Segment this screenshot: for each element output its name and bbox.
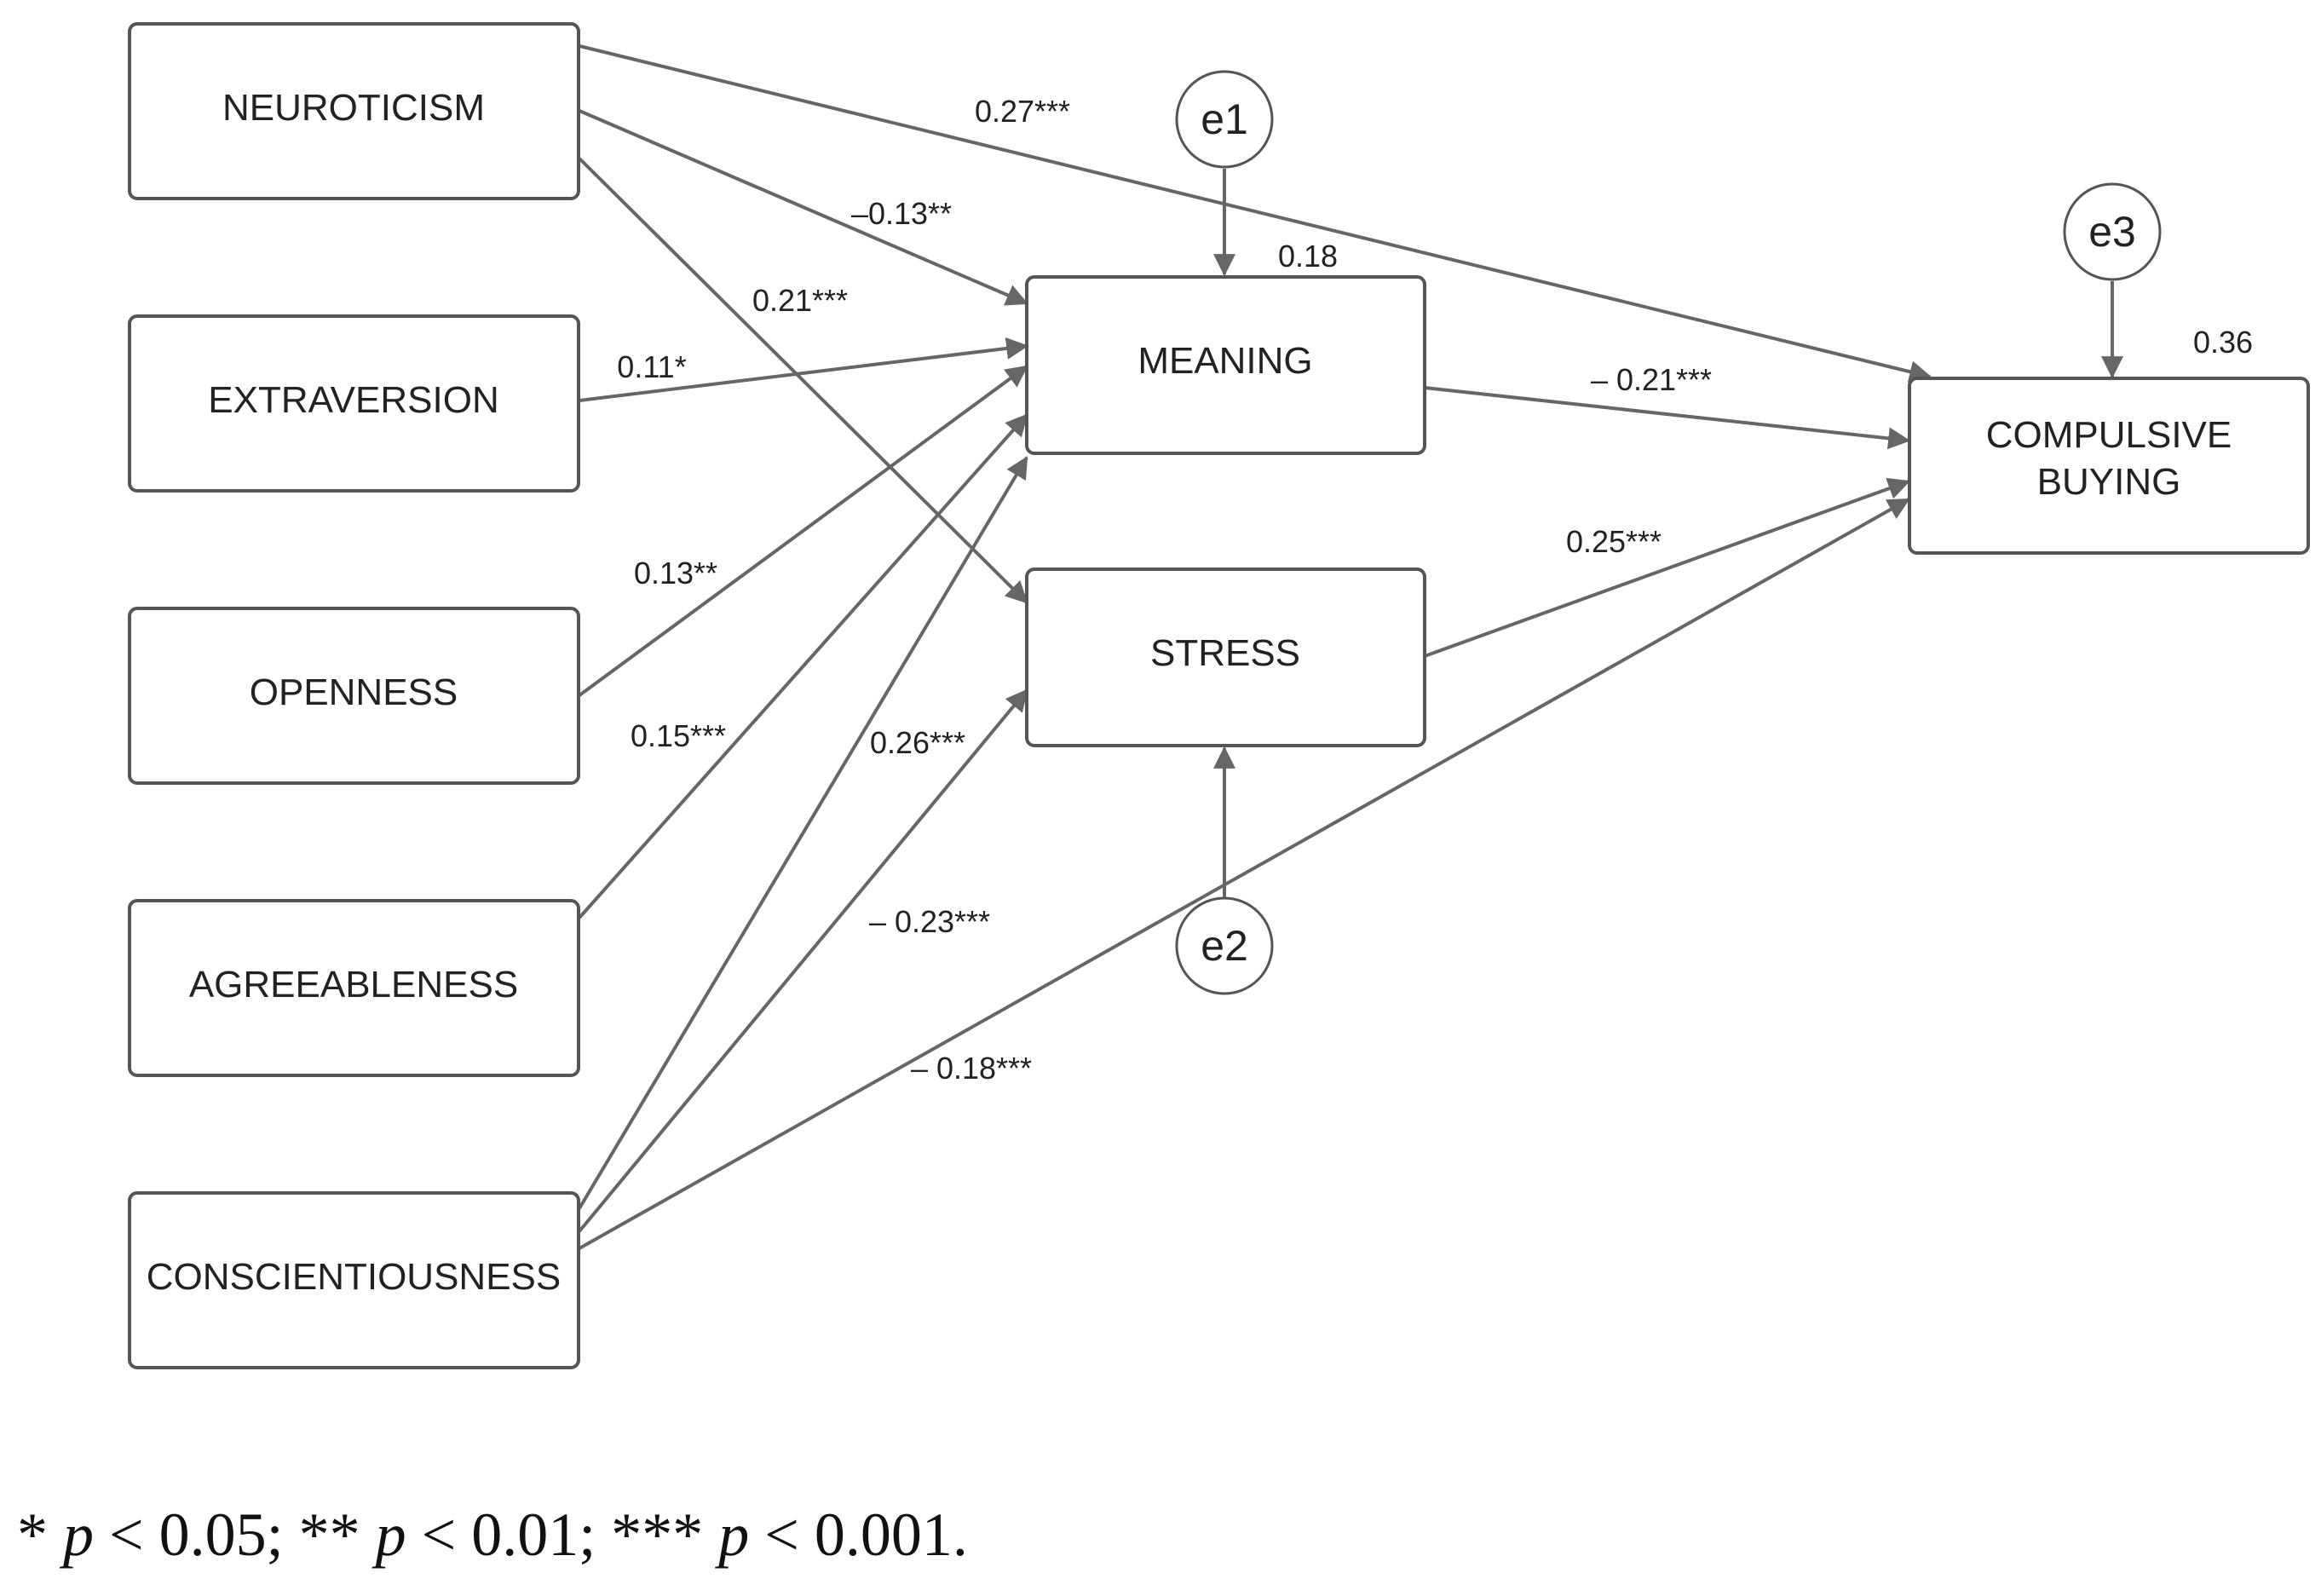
path-conscientiousness-compulsive <box>579 498 1910 1250</box>
error-e2: e2 <box>1175 896 1274 995</box>
coef-neuroticism-meaning: –0.13** <box>851 196 952 231</box>
label-e3: e3 <box>2088 208 2136 256</box>
label-buying: BUYING <box>2037 461 2181 503</box>
coefficients: 0.27*** –0.13** 0.21*** 0.11* 0.13** 0.1… <box>617 94 1712 1086</box>
footnote-part4: < 0.001. <box>749 1501 968 1569</box>
path-neuroticism-stress <box>578 157 1028 604</box>
box-neuroticism: NEUROTICISM <box>128 22 580 200</box>
footnote-part3: < 0.01; *** <box>406 1501 719 1569</box>
rsq-compulsive: 0.36 <box>2193 325 2253 360</box>
edges <box>578 44 2123 1250</box>
coef-meaning-compulsive: – 0.21*** <box>1591 362 1712 397</box>
coef-conscientiousness-meaning: 0.26*** <box>870 725 965 760</box>
coef-conscientiousness-stress: – 0.23*** <box>869 904 990 939</box>
footnote-part1: * <box>17 1501 63 1569</box>
path-conscientiousness-stress <box>578 689 1028 1233</box>
label-e2: e2 <box>1201 922 1248 970</box>
path-openness-meaning <box>578 365 1028 697</box>
path-agreeableness-meaning <box>578 413 1028 919</box>
coef-neuroticism-compulsive: 0.27*** <box>975 94 1070 129</box>
label-neuroticism: NEUROTICISM <box>222 87 485 129</box>
label-extraversion: EXTRAVERSION <box>208 379 498 421</box>
footnote-part2: < 0.05; ** <box>94 1501 376 1569</box>
coef-neuroticism-stress: 0.21*** <box>752 283 848 318</box>
error-e1: e1 <box>1175 70 1274 169</box>
label-e1: e1 <box>1201 95 1248 143</box>
box-agreeableness: AGREEABLENESS <box>128 899 580 1077</box>
box-stress: STRESS <box>1025 568 1426 747</box>
coef-stress-compulsive: 0.25*** <box>1566 524 1662 559</box>
coef-extraversion-meaning: 0.11* <box>617 349 686 384</box>
box-openness: OPENNESS <box>128 607 580 785</box>
footnote-p1: p <box>63 1501 94 1569</box>
box-conscientiousness: CONSCIENTIOUSNESS <box>128 1191 580 1369</box>
box-meaning: MEANING <box>1025 275 1426 455</box>
box-extraversion: EXTRAVERSION <box>128 314 580 493</box>
path-neuroticism-meaning <box>579 109 1028 306</box>
label-stress: STRESS <box>1150 632 1300 674</box>
rsq-meaning: 0.18 <box>1278 239 1338 274</box>
coef-openness-meaning: 0.13** <box>634 556 717 591</box>
coef-agreeableness-meaning: 0.15*** <box>631 718 726 753</box>
label-openness: OPENNESS <box>250 671 458 713</box>
path-stress-compulsive <box>1424 477 1911 658</box>
label-conscientiousness: CONSCIENTIOUSNESS <box>147 1256 562 1298</box>
label-compulsive: COMPULSIVE <box>1986 414 2232 456</box>
path-extraversion-meaning <box>579 337 1029 402</box>
coef-conscientiousness-compulsive: – 0.18*** <box>911 1051 1032 1086</box>
path-neuroticism-compulsive <box>579 44 1932 383</box>
error-e3: e3 <box>2063 182 2162 281</box>
footnote-p2: p <box>375 1501 406 1569</box>
footnote-p3: p <box>718 1501 750 1569</box>
path-conscientiousness-meaning <box>578 456 1028 1210</box>
path-meaning-compulsive <box>1424 386 1911 450</box>
label-meaning: MEANING <box>1137 340 1312 382</box>
box-compulsive-buying: COMPULSIVE BUYING <box>1908 377 2310 555</box>
significance-footnote: * p < 0.05; ** p < 0.01; *** p < 0.001. <box>17 1500 968 1570</box>
label-agreeableness: AGREEABLENESS <box>189 964 518 1005</box>
